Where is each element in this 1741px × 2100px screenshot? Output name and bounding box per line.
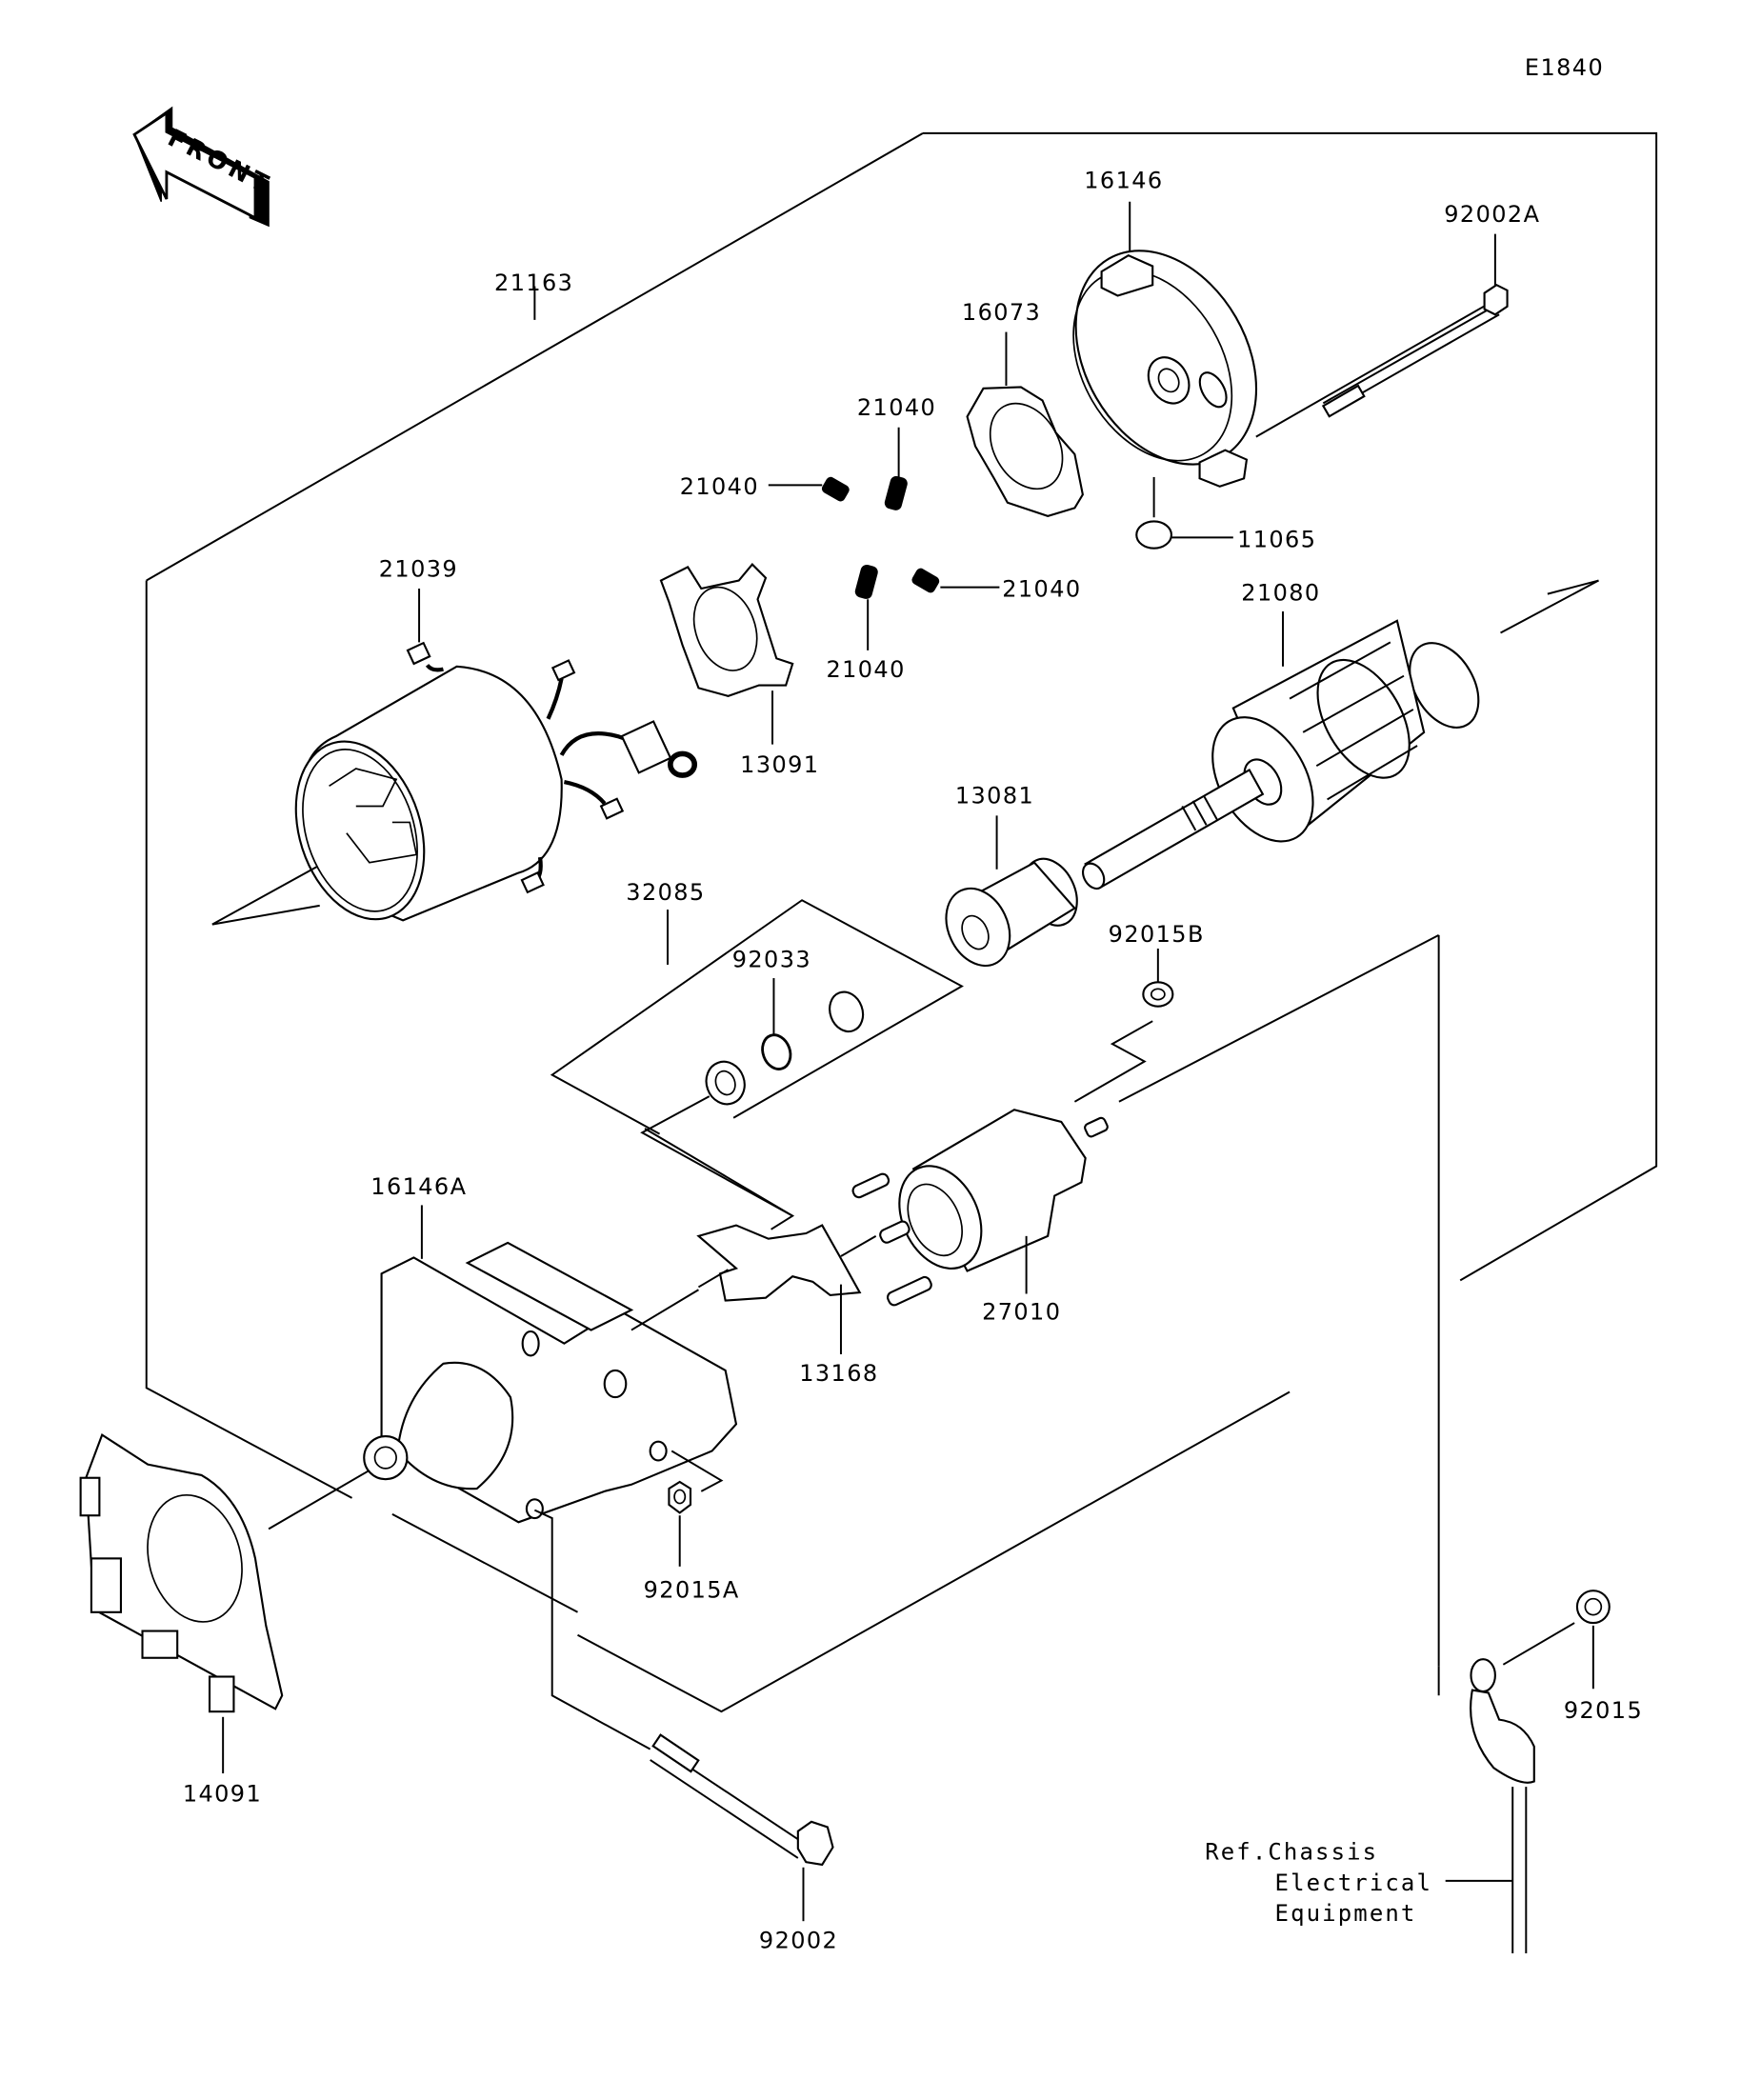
part-label-11065: 11065 <box>1237 526 1316 552</box>
part-21080-armature[interactable] <box>1079 579 1599 892</box>
part-label-21039: 21039 <box>379 555 458 582</box>
part-label-21080: 21080 <box>1241 580 1320 607</box>
part-label-32085: 32085 <box>626 879 705 906</box>
part-label-21040-bottom: 21040 <box>826 656 905 683</box>
part-label-13168: 13168 <box>799 1360 878 1387</box>
part-label-21163: 21163 <box>494 270 573 296</box>
part-label-27010: 27010 <box>982 1298 1061 1325</box>
part-label-21040-right: 21040 <box>1002 575 1081 602</box>
part-92015-terminal-nut[interactable] <box>1502 1590 1611 1690</box>
part-32085-kit-outline[interactable] <box>550 899 964 1217</box>
part-label-92002A: 92002A <box>1444 201 1540 228</box>
part-label-92015A: 92015A <box>644 1576 740 1603</box>
part-14091-cover-plate[interactable] <box>79 1433 284 1774</box>
part-label-92002: 92002 <box>759 1927 838 1953</box>
part-label-21040-top: 21040 <box>857 394 936 421</box>
ref-note-line-3: Equipment <box>1275 1900 1417 1927</box>
part-16146-rear-cover[interactable] <box>1039 201 1292 497</box>
ref-note-line-2: Electrical <box>1275 1870 1432 1896</box>
part-27010-solenoid[interactable] <box>840 1109 1109 1307</box>
part-label-16146: 16146 <box>1084 168 1163 194</box>
part-13081-pinion-clutch[interactable] <box>934 815 1088 976</box>
part-92015A-nut[interactable] <box>668 1450 724 1567</box>
part-92002-mounting-bolt[interactable] <box>533 1509 834 1922</box>
part-92015B-nut[interactable] <box>1073 934 1440 1667</box>
part-21040-spring-left[interactable] <box>768 476 850 502</box>
part-13091-brush-holder[interactable] <box>659 563 794 745</box>
ref-note-line-1: Ref.Chassis <box>1205 1838 1378 1865</box>
assembly-outline <box>145 131 1658 1713</box>
part-label-13091: 13091 <box>740 751 819 778</box>
part-label-13081: 13081 <box>955 783 1034 810</box>
part-16073-brush-plate-washer[interactable] <box>966 331 1084 517</box>
part-label-14091: 14091 <box>183 1781 262 1808</box>
part-label-92015B: 92015B <box>1109 921 1205 948</box>
diagram-code: E1840 <box>1525 54 1604 81</box>
part-92033-snap-ring[interactable] <box>758 978 795 1073</box>
front-arrow-icon: FRONT <box>132 106 277 228</box>
part-21040-spring-bottom[interactable] <box>854 564 878 650</box>
part-21040-spring-top[interactable] <box>884 427 908 511</box>
part-13168-shift-lever[interactable] <box>644 1128 862 1354</box>
part-label-92015: 92015 <box>1564 1697 1643 1724</box>
part-label-92033: 92033 <box>732 947 811 973</box>
part-11065-grommet[interactable] <box>1135 476 1233 550</box>
part-92002A-through-bolt[interactable] <box>1255 233 1509 438</box>
part-21039-yoke[interactable] <box>211 588 698 936</box>
battery-cable-terminal <box>1437 1658 1535 1954</box>
part-label-16146A: 16146A <box>370 1173 467 1200</box>
part-label-21040-left: 21040 <box>680 473 759 500</box>
part-16146A-front-housing[interactable] <box>268 1205 738 1530</box>
part-21040-spring-right[interactable] <box>911 568 1000 593</box>
part-label-16073: 16073 <box>962 299 1041 326</box>
